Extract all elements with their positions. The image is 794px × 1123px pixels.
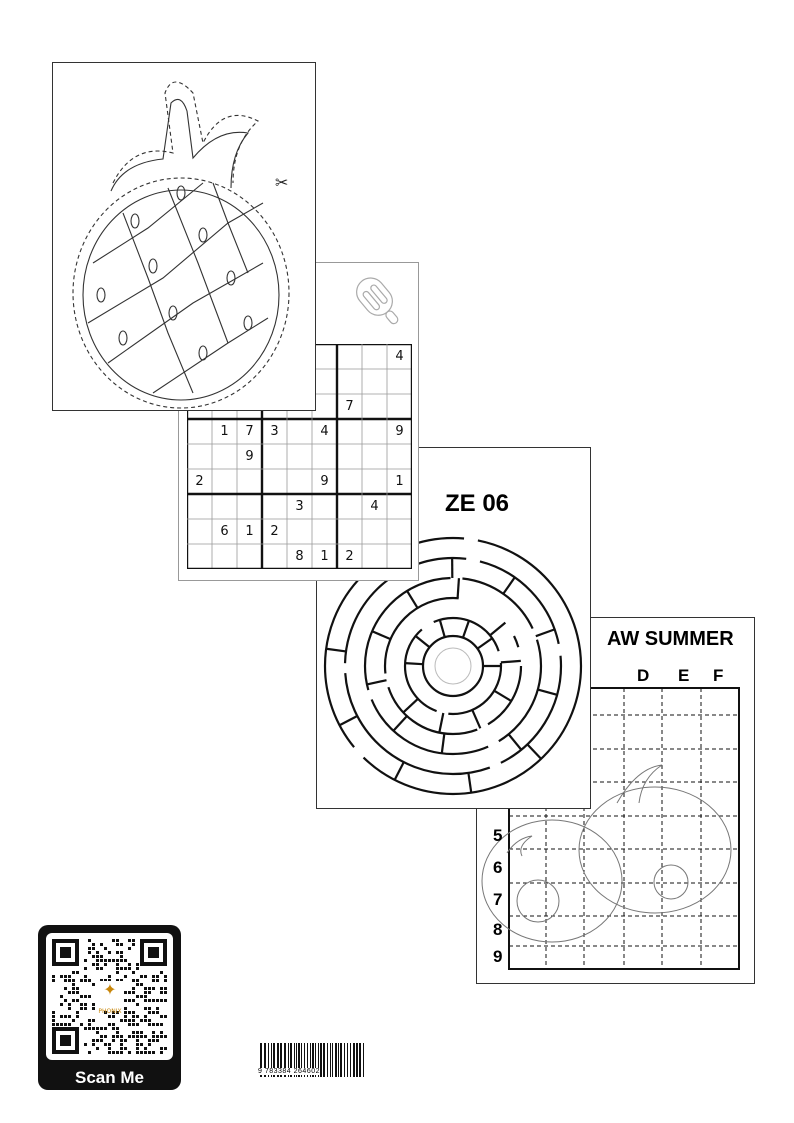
sudoku-cell: 4 [370, 499, 379, 514]
column-label: D [637, 666, 650, 685]
drawing-grid [481, 687, 740, 970]
phoenix-logo-icon: ✦PHONIX [96, 981, 124, 1015]
row-label: 6 [493, 858, 503, 877]
sudoku-cell: 8 [295, 549, 304, 564]
beach-ball-icon [434, 647, 472, 685]
scissors-icon: ✂ [275, 173, 288, 192]
sudoku-cell: 1 [245, 524, 254, 539]
scan-me-label: Scan Me [75, 1068, 144, 1087]
maze-page-title: ZE 06 [445, 490, 510, 517]
sudoku-cell: 2 [345, 549, 354, 564]
row-label: 5 [493, 826, 503, 845]
circular-maze [323, 536, 583, 796]
sudoku-cell: 2 [195, 474, 204, 489]
sudoku-cell: 1 [320, 549, 329, 564]
column-label: E [678, 666, 690, 685]
isbn-barcode [260, 1043, 364, 1077]
sudoku-cell: 7 [245, 424, 254, 439]
sudoku-cell: 3 [270, 424, 279, 439]
sudoku-cell: 9 [395, 424, 404, 439]
sudoku-cell: 7 [345, 399, 354, 414]
sudoku-cell: 6 [220, 524, 229, 539]
pineapple-cutout-page-preview: ✂ [52, 62, 316, 411]
column-label: F [713, 666, 724, 685]
sudoku-cell: 1 [220, 424, 229, 439]
sudoku-cell: 1 [395, 474, 404, 489]
row-label: 7 [493, 890, 503, 909]
sudoku-cell: 9 [320, 474, 329, 489]
pineapple-illustration: ✂ [72, 81, 290, 409]
qr-pattern [52, 939, 167, 1054]
sudoku-cell: 2 [270, 524, 279, 539]
sudoku-cell: 4 [320, 424, 329, 439]
row-label: 9 [493, 947, 503, 966]
qr-code[interactable]: ✦PHONIX Scan Me [38, 925, 181, 1090]
sudoku-cell: 9 [245, 449, 254, 464]
isbn-number: 9 783384 264602 [258, 1068, 320, 1075]
row-label: 8 [493, 920, 503, 939]
popsicle-icon [356, 277, 399, 325]
sudoku-grid: 4 7 1 7 3 4 9 9 2 9 1 3 4 6 1 2 8 1 2 [187, 344, 412, 569]
draw-page-title: AW SUMMER [607, 628, 734, 650]
sudoku-cell: 3 [295, 499, 304, 514]
sudoku-cell: 4 [395, 349, 404, 364]
